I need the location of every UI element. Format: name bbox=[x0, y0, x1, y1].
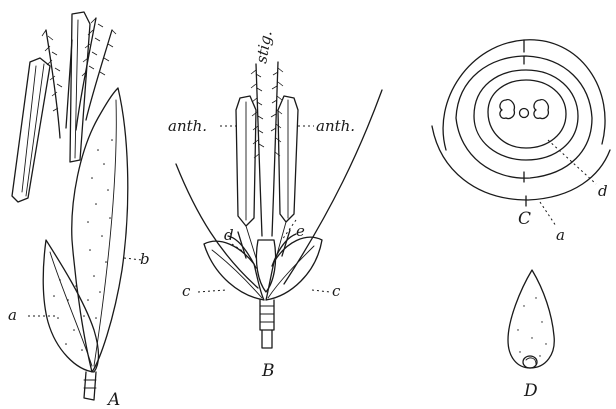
label-b-anth-left: anth. bbox=[168, 117, 207, 135]
panel-d-grain bbox=[508, 270, 554, 368]
panel-c-floral-diagram bbox=[432, 40, 610, 226]
label-a-a: a bbox=[8, 306, 17, 324]
caption-d: D bbox=[523, 381, 538, 401]
label-c-d: d bbox=[598, 182, 608, 200]
panel-b-floret bbox=[176, 62, 382, 348]
label-c-a: a bbox=[556, 226, 565, 244]
caption-c: C bbox=[518, 209, 531, 229]
label-b-c-right: c bbox=[332, 282, 341, 300]
label-b-e: e bbox=[296, 222, 305, 240]
caption-a: A bbox=[106, 390, 120, 409]
label-a-b: b bbox=[140, 250, 150, 268]
label-b-c-left: c bbox=[182, 282, 191, 300]
panel-a-spikelet bbox=[12, 12, 142, 400]
label-b-anth-right: anth. bbox=[316, 117, 355, 135]
label-b-d: d bbox=[224, 226, 234, 244]
label-b-stig: stig. bbox=[252, 29, 275, 65]
caption-b: B bbox=[261, 361, 275, 381]
